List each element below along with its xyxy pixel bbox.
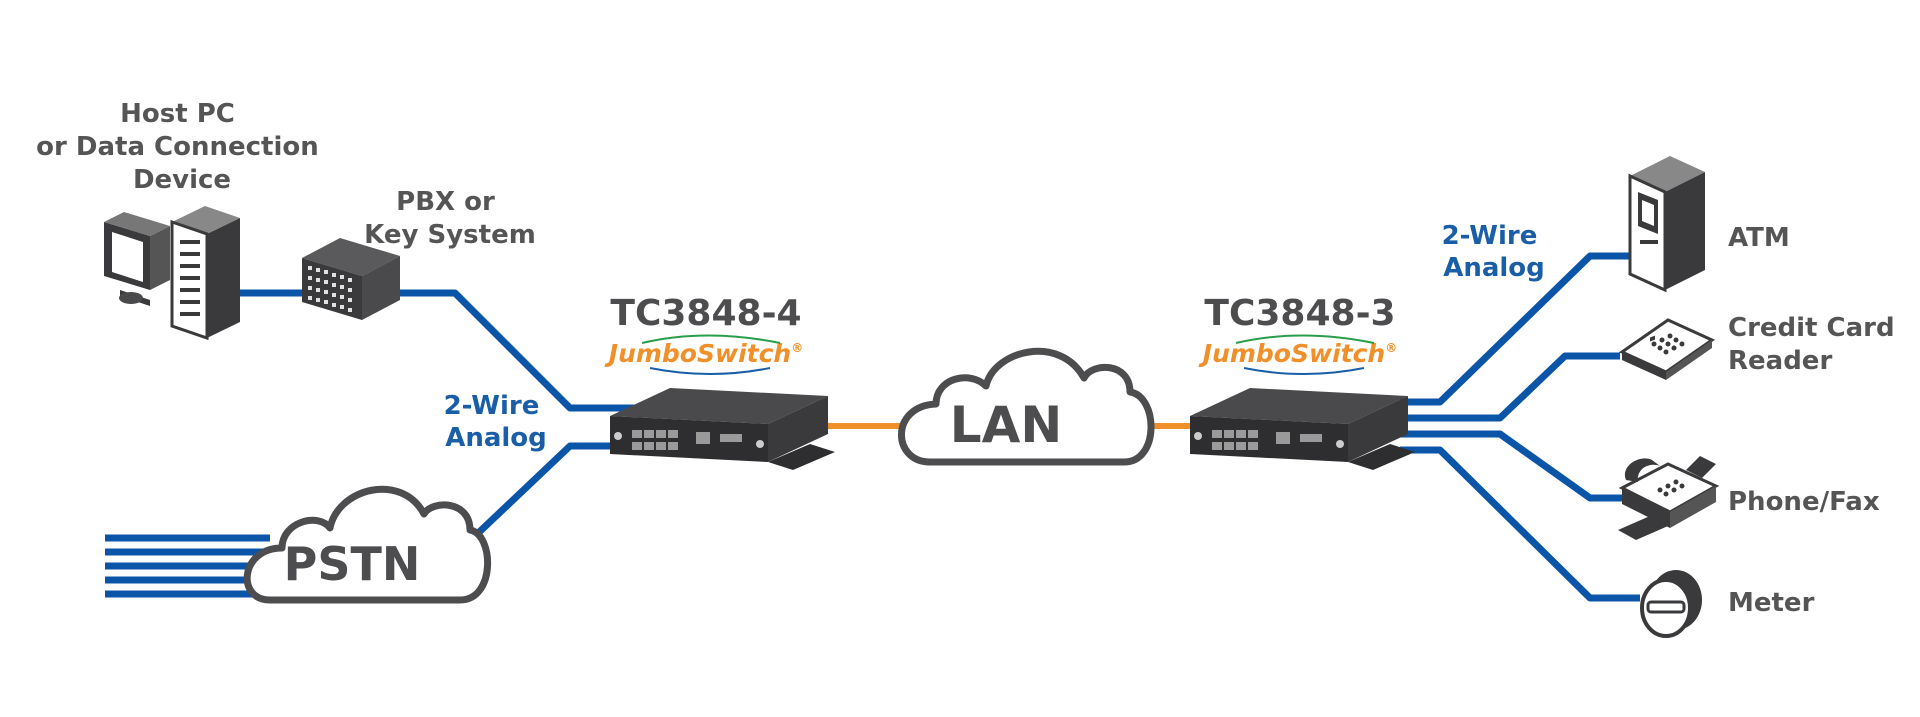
wire-pbx-device	[400, 289, 640, 412]
pbx-icon	[302, 238, 400, 320]
device-right-brand: JumboSwitch®	[1198, 339, 1397, 368]
device-right	[1190, 388, 1415, 470]
wire-device-atm	[1400, 252, 1630, 406]
device-right-model: TC3848-3	[1204, 293, 1395, 334]
meter-label: Meter	[1728, 588, 1815, 618]
atm-label: ATM	[1728, 223, 1790, 253]
wire-device-phone	[1400, 430, 1630, 502]
phone-fax-icon	[1618, 456, 1720, 540]
lan-cloud: LAN	[898, 347, 1155, 466]
right-analog-label: 2-Wire Analog	[1442, 221, 1547, 283]
pstn-label: PSTN	[284, 537, 421, 591]
atm-icon	[1628, 156, 1705, 293]
phone-fax-label: Phone/Fax	[1728, 487, 1880, 517]
device-right-brand-swoosh	[1235, 334, 1375, 344]
meter-icon	[1640, 570, 1702, 638]
wires	[105, 252, 1640, 602]
device-left-brand-swoosh	[641, 334, 781, 344]
host-pc-icon	[104, 206, 240, 341]
pstn-cloud: PSTN	[243, 485, 491, 604]
left-analog-label: 2-Wire Analog	[444, 391, 549, 453]
device-left-brand: JumboSwitch®	[604, 339, 803, 368]
credit-card-reader-icon	[1618, 318, 1716, 380]
device-left	[610, 388, 835, 470]
pbx-label: PBX or Key System	[364, 187, 536, 250]
device-left-model: TC3848-4	[610, 293, 801, 334]
lan-label: LAN	[950, 396, 1062, 454]
host-pc-label: Host PC or Data Connection Device	[36, 99, 328, 195]
wire-device-meter	[1400, 446, 1640, 602]
credit-card-label: Credit Card Reader	[1728, 313, 1904, 376]
wire-device-card	[1400, 352, 1620, 422]
pstn-trunk-lines	[105, 534, 270, 598]
